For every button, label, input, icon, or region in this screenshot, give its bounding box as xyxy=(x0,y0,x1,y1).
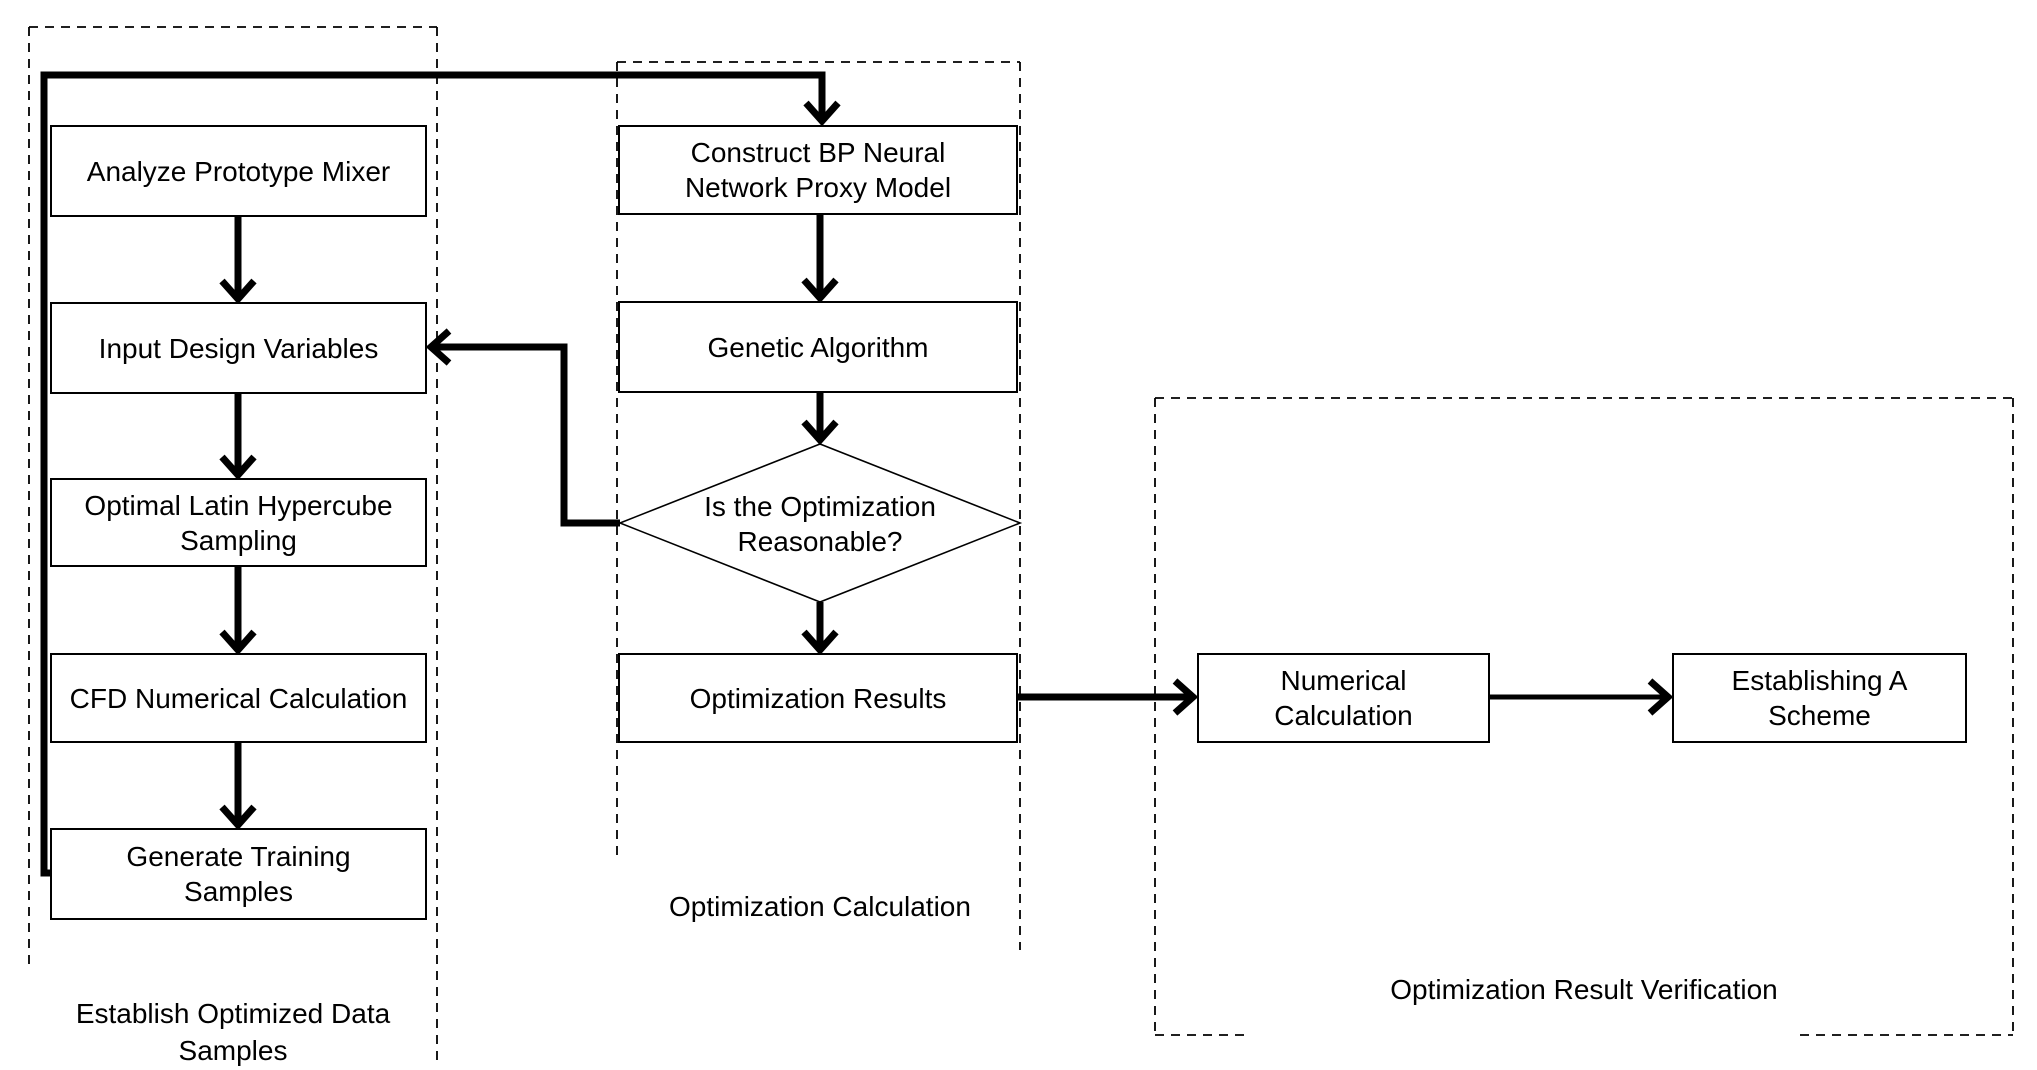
node-label: Generate Training Samples xyxy=(126,841,351,907)
process-node-genetic-algorithm: Genetic Algorithm xyxy=(618,301,1018,393)
node-label: Analyze Prototype Mixer xyxy=(86,155,391,187)
group-label-establish-optimized-data-samples: Establish Optimized Data Samples xyxy=(75,998,391,1066)
arrow-decision-to-input xyxy=(425,328,620,527)
process-node-input-design-variables: Input Design Variables xyxy=(50,302,427,394)
arrow-training-to-bp xyxy=(40,71,841,877)
node-label: Input Design Variables xyxy=(98,332,379,364)
group-verification-border xyxy=(1154,397,2014,1036)
process-node-establishing-a-scheme: Establishing A Scheme xyxy=(1672,653,1967,743)
decision-label: Is the Optimization Reasonable? xyxy=(704,491,936,557)
process-node-construct-bp-neural-network-proxy-model: Construct BP Neural Network Proxy Model xyxy=(618,125,1018,215)
node-label: Genetic Algorithm xyxy=(707,331,929,363)
decision-node-is-the-optimization-reasonable: Is the Optimization Reasonable? xyxy=(670,448,970,600)
decision-node-shape xyxy=(617,443,1023,603)
node-label: Establishing A Scheme xyxy=(1731,665,1908,731)
group-label-optimization-result-verification: Optimization Result Verification xyxy=(1390,974,1778,1005)
node-label: Numerical Calculation xyxy=(1274,665,1413,731)
group-optimization-border xyxy=(616,61,1021,950)
group-label-optimization-calculation: Optimization Calculation xyxy=(669,891,971,922)
node-label: Optimization Results xyxy=(689,682,947,714)
process-node-optimal-latin-hypercube-sampling: Optimal Latin Hypercube Sampling xyxy=(50,478,427,567)
node-label: CFD Numerical Calculation xyxy=(69,682,408,714)
process-node-optimization-results: Optimization Results xyxy=(618,653,1018,743)
node-label: Construct BP Neural Network Proxy Model xyxy=(684,137,952,203)
process-node-cfd-numerical-calculation: CFD Numerical Calculation xyxy=(50,653,427,743)
process-node-analyze-prototype-mixer: Analyze Prototype Mixer xyxy=(50,125,427,217)
node-label: Optimal Latin Hypercube Sampling xyxy=(84,489,393,556)
group-samples-border xyxy=(28,26,438,1060)
process-node-generate-training-samples: Generate Training Samples xyxy=(50,828,427,920)
process-node-numerical-calculation: Numerical Calculation xyxy=(1197,653,1490,743)
